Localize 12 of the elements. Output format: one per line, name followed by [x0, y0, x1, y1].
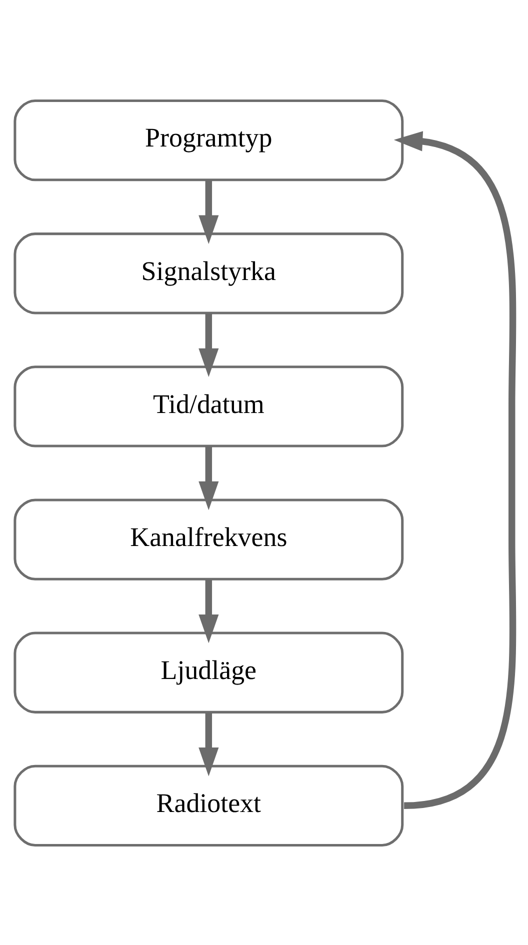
node-box: Signalstyrka: [14, 232, 404, 314]
node-box: Ljudläge: [14, 631, 404, 713]
arrow: [198, 578, 219, 643]
node-box: Tid/datum: [14, 365, 404, 447]
arrow: [198, 446, 219, 510]
arrow: [198, 712, 219, 776]
node-box: Programtyp: [14, 98, 404, 181]
node-box: Kanalfrekvens: [14, 498, 404, 580]
arrow: [198, 312, 219, 377]
node-box: Radiotext: [14, 764, 404, 846]
arrow: [198, 180, 219, 244]
arrow: [394, 130, 516, 809]
